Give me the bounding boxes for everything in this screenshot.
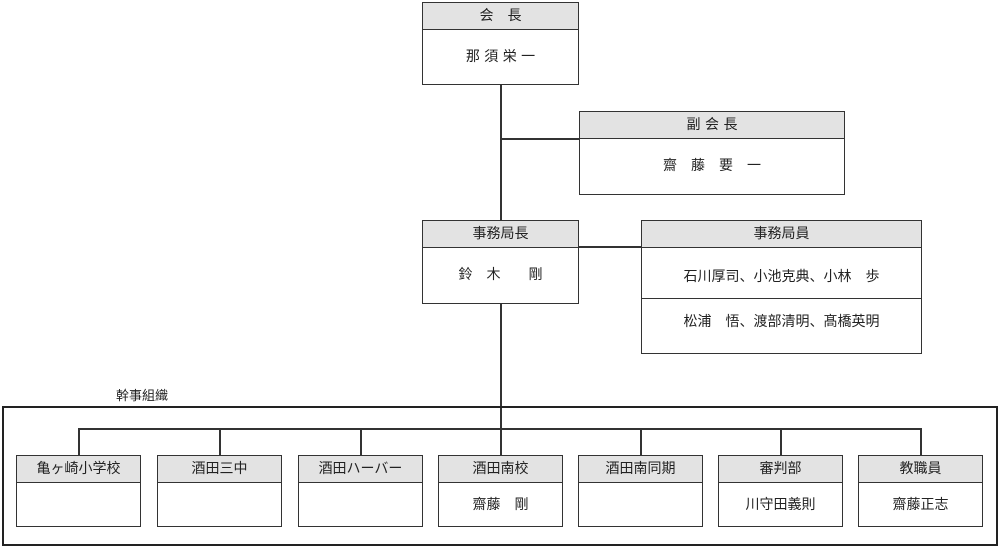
connector-units-bus bbox=[78, 428, 921, 430]
unit-title: 酒田南校 bbox=[439, 456, 562, 483]
connector-secretariat bbox=[577, 246, 642, 248]
unit-title: 亀ヶ崎小学校 bbox=[17, 456, 140, 483]
unit-name: 齋藤 剛 bbox=[472, 497, 529, 513]
connector-unit-6 bbox=[780, 428, 782, 456]
connector-unit-4 bbox=[500, 428, 502, 456]
secretariat-row-2: 松浦 悟、渡部清明、髙橋英明 bbox=[642, 298, 921, 341]
unit-title: 教職員 bbox=[859, 456, 982, 483]
president-box: 会 長 那 須 栄 一 bbox=[422, 2, 579, 85]
secretary-general-box: 事務局長 鈴 木 剛 bbox=[422, 220, 579, 304]
president-name: 那 須 栄 一 bbox=[465, 49, 536, 65]
group-frame bbox=[2, 406, 998, 546]
vice-president-title: 副 会 長 bbox=[580, 112, 844, 139]
connector-unit-2 bbox=[219, 428, 221, 456]
unit-title: 酒田ハーバー bbox=[299, 456, 422, 483]
president-title: 会 長 bbox=[423, 3, 578, 30]
unit-title: 審判部 bbox=[719, 456, 842, 483]
unit-box-1: 亀ヶ崎小学校 bbox=[16, 455, 141, 527]
group-label: 幹事組織 bbox=[116, 389, 169, 404]
vice-president-box: 副 会 長 齋 藤 要 一 bbox=[579, 111, 845, 195]
connector-unit-5 bbox=[640, 428, 642, 456]
unit-box-6: 審判部 川守田義則 bbox=[718, 455, 843, 527]
unit-name: 川守田義則 bbox=[745, 497, 816, 513]
connector-unit-3 bbox=[360, 428, 362, 456]
unit-box-3: 酒田ハーバー bbox=[298, 455, 423, 527]
vice-president-name: 齋 藤 要 一 bbox=[663, 158, 761, 174]
unit-title: 酒田三中 bbox=[158, 456, 281, 483]
unit-title: 酒田南同期 bbox=[579, 456, 702, 483]
unit-box-4: 酒田南校 齋藤 剛 bbox=[438, 455, 563, 527]
connector-unit-7 bbox=[920, 428, 922, 456]
connector-secretary-down bbox=[500, 304, 502, 428]
secretariat-title: 事務局員 bbox=[642, 221, 921, 248]
connector-president-down bbox=[500, 84, 502, 220]
secretary-general-title: 事務局長 bbox=[423, 221, 578, 248]
connector-vice-president bbox=[500, 138, 580, 140]
unit-box-2: 酒田三中 bbox=[157, 455, 282, 527]
unit-box-7: 教職員 齋藤正志 bbox=[858, 455, 983, 527]
secretariat-box: 事務局員 石川厚司、小池克典、小林 歩 松浦 悟、渡部清明、髙橋英明 bbox=[641, 220, 922, 354]
connector-unit-1 bbox=[78, 428, 80, 456]
unit-box-5: 酒田南同期 bbox=[578, 455, 703, 527]
unit-name: 齋藤正志 bbox=[892, 497, 949, 513]
secretary-general-name: 鈴 木 剛 bbox=[458, 267, 543, 283]
secretariat-row-1: 石川厚司、小池克典、小林 歩 bbox=[683, 269, 880, 285]
